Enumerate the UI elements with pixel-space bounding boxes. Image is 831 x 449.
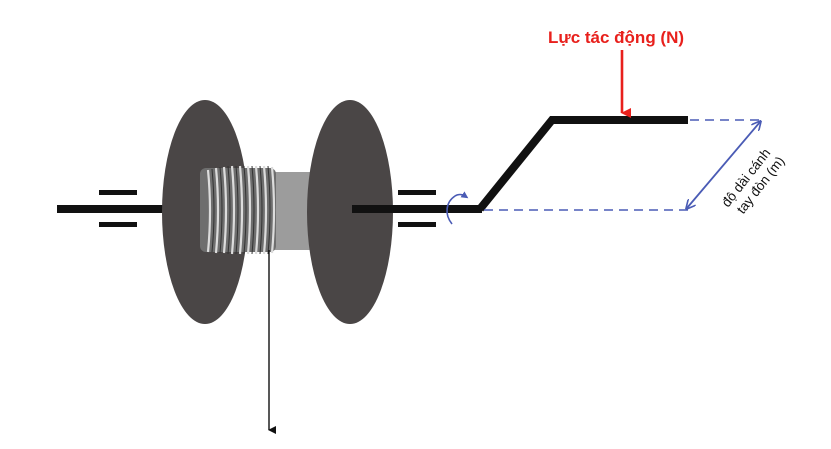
left-shaft (57, 205, 177, 213)
lever-arm-dimension-arrow (687, 122, 760, 208)
right-shaft (352, 205, 482, 213)
rotation-arrow-icon (446, 191, 469, 225)
right-bearing-top (398, 190, 436, 195)
left-bearing-top (99, 190, 137, 195)
left-bearing-bottom (99, 222, 137, 227)
force-label: Lực tác động (N) (548, 28, 684, 47)
rope-coil (200, 165, 276, 255)
right-disc (307, 100, 393, 324)
right-bearing-bottom (398, 222, 436, 227)
crank-handle (476, 116, 688, 212)
